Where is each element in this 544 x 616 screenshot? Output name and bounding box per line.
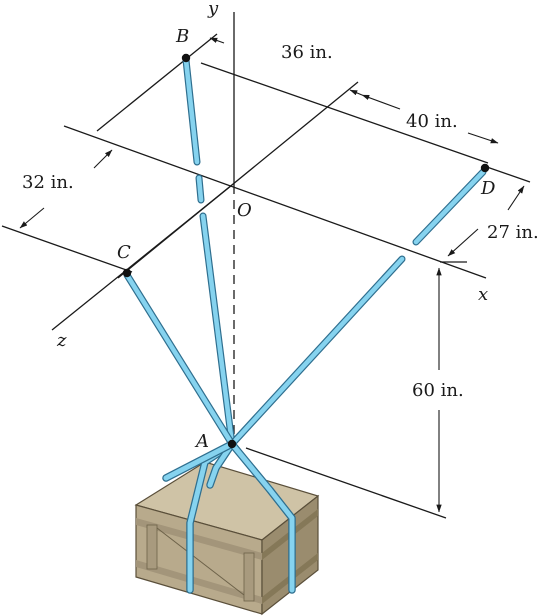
cable-ad <box>228 168 487 448</box>
dim-label-36: 36 in. <box>281 42 333 63</box>
cables <box>123 56 487 448</box>
points <box>122 53 490 449</box>
labels: y x z B D C A O 36 in. 40 in. 32 in. 27 … <box>22 0 539 452</box>
dim-32-arrow-upper <box>93 149 113 169</box>
point-label-b: B <box>175 26 189 47</box>
guide-line-c <box>1 225 133 273</box>
dim-40-arrow-left <box>361 94 401 110</box>
dim-32-arrow-lower <box>19 207 45 229</box>
crate-post <box>243 552 255 602</box>
straps <box>162 440 296 594</box>
cable-ac <box>123 271 236 448</box>
dim-27-arrow-upper <box>507 185 525 211</box>
dim-label-27: 27 in. <box>487 222 539 243</box>
dim-36-arrow-right <box>349 89 363 96</box>
guide-line-36 <box>117 81 359 279</box>
point-b-dot <box>181 53 191 63</box>
crate-plank <box>136 560 262 604</box>
point-d-dot <box>480 163 490 173</box>
level-line-bottom <box>245 447 447 519</box>
reference-lines <box>1 12 531 519</box>
axis-label-y: y <box>207 0 219 19</box>
guide-line-b <box>96 33 218 132</box>
dim-label-40: 40 in. <box>406 111 458 132</box>
cable-ab <box>182 56 236 448</box>
dim-label-60: 60 in. <box>412 380 464 401</box>
dimension-lines <box>19 37 525 513</box>
x-axis <box>63 125 487 279</box>
axis-label-z: z <box>56 330 67 351</box>
axis-label-x: x <box>478 284 488 305</box>
guide-line-d <box>483 165 531 183</box>
crate-plank <box>136 518 262 560</box>
guide-line-bd <box>200 62 489 164</box>
dim-27-arrow-lower <box>447 228 479 257</box>
point-a-dot <box>227 439 237 449</box>
point-label-d: D <box>480 178 496 199</box>
crate-post <box>146 524 158 570</box>
dim-40-arrow-right <box>467 132 499 144</box>
point-label-a: A <box>194 431 209 452</box>
dim-label-32: 32 in. <box>22 172 74 193</box>
crate-brace <box>156 527 245 596</box>
point-c-dot <box>122 268 132 278</box>
point-label-o: O <box>237 200 252 221</box>
point-label-c: C <box>117 242 131 263</box>
dim-36-arrow-left <box>209 37 225 44</box>
